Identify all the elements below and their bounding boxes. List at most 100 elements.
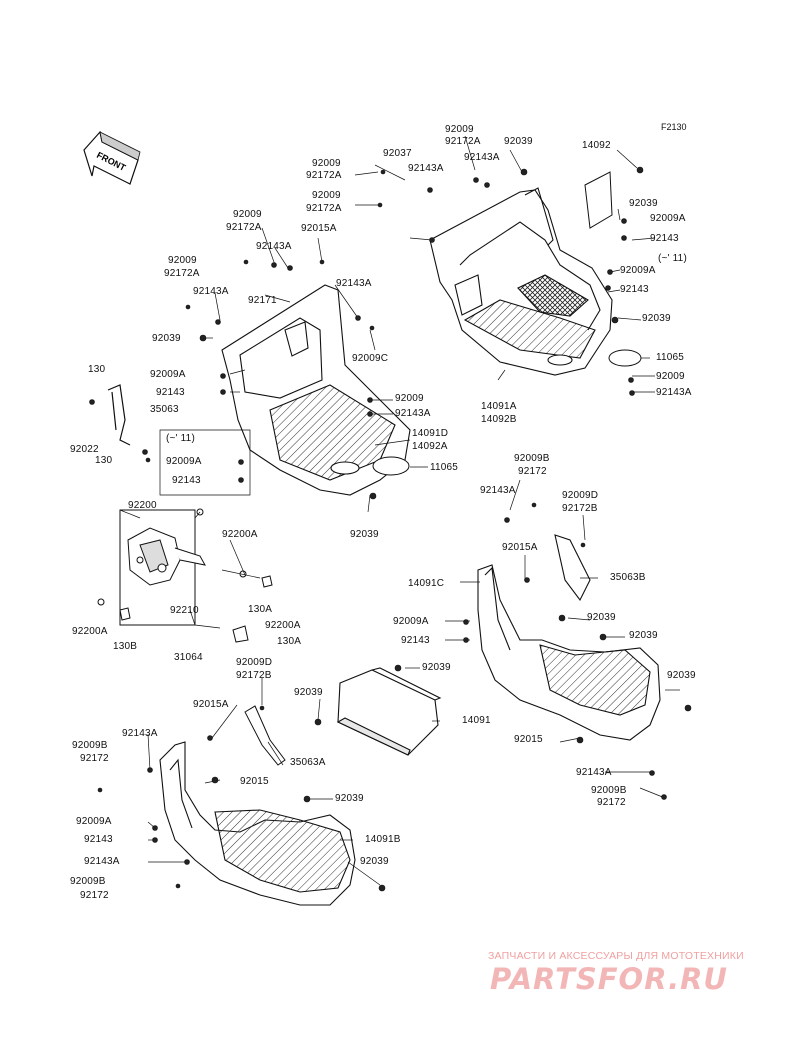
part-label: 92015A: [502, 542, 538, 553]
part-label: 92009B: [70, 876, 106, 887]
part-label: 92143A: [395, 408, 431, 419]
part-label: 92143: [620, 284, 649, 295]
part-label: 130: [88, 364, 106, 375]
part-label: 92143A: [84, 856, 120, 867]
part-label: 92015: [514, 734, 543, 745]
part-label: 92143A: [122, 728, 158, 739]
part-label: 92009B: [514, 453, 550, 464]
footrest-panel-14092: [584, 171, 613, 229]
part-label: 92009B: [591, 785, 627, 796]
part-label: 14092A: [412, 441, 448, 452]
part-label: 92009: [656, 371, 685, 382]
part-label: 92009: [233, 209, 262, 220]
part-label: 11065: [656, 352, 685, 363]
part-label: 92143A: [464, 152, 500, 163]
part-label: 92172B: [236, 670, 272, 681]
part-label: 14092B: [481, 414, 517, 425]
part-label: 92172: [518, 466, 547, 477]
part-label: 92009A: [650, 213, 686, 224]
part-label: 14091D: [412, 428, 449, 439]
part-label: 92200A: [222, 529, 258, 540]
lower-floor-panel: [159, 741, 356, 906]
part-label: 130A: [248, 604, 273, 615]
part-label: 92039: [629, 630, 658, 641]
part-label: 92143: [84, 834, 113, 845]
part-label: 92009B: [72, 740, 108, 751]
linkage-assembly-31064: [97, 508, 273, 643]
part-label: 35063A: [290, 757, 326, 768]
part-label: 14092: [582, 140, 611, 151]
part-label: 92143A: [408, 163, 444, 174]
part-label: 92143A: [576, 767, 612, 778]
part-label: 92039: [422, 662, 451, 673]
part-label: 11065: [430, 462, 459, 473]
part-label: 130: [95, 455, 113, 466]
part-label: 92009D: [236, 657, 273, 668]
part-label: 92009: [312, 158, 341, 169]
part-label: 92143: [156, 387, 185, 398]
part-label: 92143: [650, 233, 679, 244]
cap-11065: [608, 349, 642, 367]
part-label: 130B: [113, 641, 138, 652]
left-floor-panel: [221, 284, 411, 496]
part-label: 92009: [168, 255, 197, 266]
part-label: 92172B: [562, 503, 598, 514]
part-label: 92200A: [72, 626, 108, 637]
part-label: 92172: [80, 890, 109, 901]
bracket-35063A: [244, 705, 286, 766]
cap-11065-left: [372, 456, 410, 476]
part-label: 31064: [174, 652, 203, 663]
part-label: 35063B: [610, 572, 646, 583]
part-label: 92039: [152, 333, 181, 344]
part-label: 92143A: [656, 387, 692, 398]
part-label: 92172A: [445, 136, 481, 147]
part-label: 92009A: [150, 369, 186, 380]
part-label: 92022: [70, 444, 99, 455]
part-label: 92009A: [393, 616, 429, 627]
part-label: 92039: [504, 136, 533, 147]
part-label: 92039: [350, 529, 379, 540]
part-label: 92015: [240, 776, 269, 787]
part-label: 92172A: [164, 268, 200, 279]
part-label: 92143A: [336, 278, 372, 289]
part-label: 92009A: [76, 816, 112, 827]
right-floor-panel: [477, 534, 661, 741]
part-label: 92015A: [301, 223, 337, 234]
part-label: 14091A: [481, 401, 517, 412]
cover-14091: [336, 667, 442, 756]
watermark-subtitle: ЗАПЧАСТИ И АКСЕССУАРЫ ДЛЯ МОТОТЕХНИКИ: [488, 950, 744, 962]
bracket-35063: [107, 384, 131, 446]
part-label: 92009: [312, 190, 341, 201]
part-label: 92172: [597, 797, 626, 808]
part-label: 92143A: [480, 485, 516, 496]
part-label: 92009D: [562, 490, 599, 501]
part-label: 92172A: [306, 203, 342, 214]
watermark-logo: PARTSFOR.RU: [490, 962, 728, 996]
front-arrow-icon: FRONT: [83, 130, 141, 185]
fasteners: [89, 166, 692, 892]
part-label: 92200: [128, 500, 157, 511]
part-label: 92015A: [193, 699, 229, 710]
part-label: 92171: [248, 295, 277, 306]
part-label: 92039: [629, 198, 658, 209]
part-label: 92210: [170, 605, 199, 616]
part-label: 92039: [642, 313, 671, 324]
part-label: 92143A: [256, 241, 292, 252]
part-label: 92009C: [352, 353, 389, 364]
part-label: 92039: [587, 612, 616, 623]
part-label: 35063: [150, 404, 179, 415]
front-floor-panel: [429, 187, 613, 376]
part-label: 92143: [401, 635, 430, 646]
part-label: 92200A: [265, 620, 301, 631]
part-label: 92039: [294, 687, 323, 698]
part-label: 92172: [80, 753, 109, 764]
part-label: 92039: [335, 793, 364, 804]
part-label: 92009: [445, 124, 474, 135]
part-label: 92172A: [226, 222, 262, 233]
part-label: 92172A: [306, 170, 342, 181]
part-label: 92039: [667, 670, 696, 681]
leader-lines: [119, 135, 680, 886]
part-label: 92009A: [620, 265, 656, 276]
